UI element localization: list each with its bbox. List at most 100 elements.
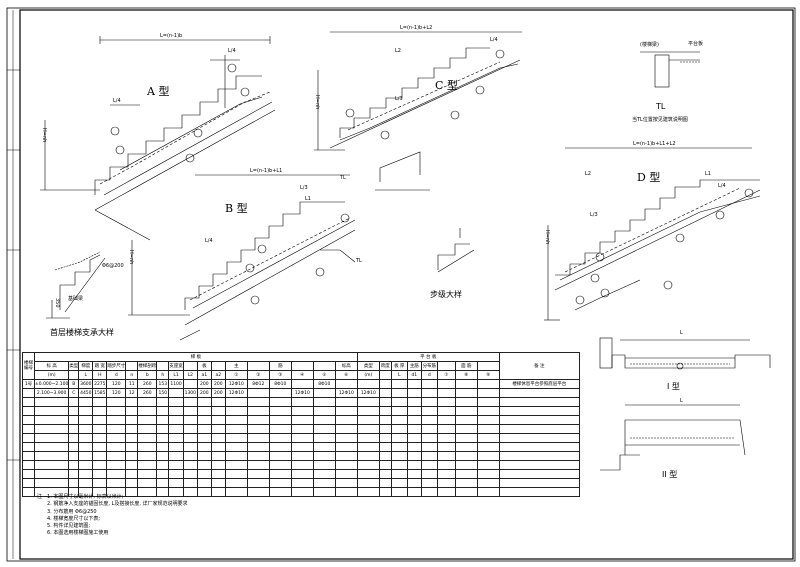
- table-cell: [182, 406, 198, 416]
- header-cell: h: [156, 370, 170, 380]
- table-cell: [92, 442, 108, 452]
- header-cell: a2: [210, 370, 226, 380]
- table-cell: [137, 397, 158, 407]
- table-cell: [454, 406, 478, 416]
- table-cell: [290, 487, 314, 497]
- table-cell: [224, 451, 248, 461]
- table-cell: [454, 451, 478, 461]
- table-cell: [168, 442, 184, 452]
- table-cell: [92, 424, 108, 434]
- table-cell: [196, 478, 212, 488]
- table-cell: 12Φ10: [290, 388, 314, 398]
- dim-c-height: H=nh: [314, 95, 320, 110]
- table-cell: [196, 424, 212, 434]
- table-cell: [78, 397, 94, 407]
- table-cell: [268, 433, 292, 443]
- table-cell: [33, 397, 70, 407]
- table-cell: [125, 424, 139, 434]
- table-cell: [196, 451, 212, 461]
- table-cell: [378, 487, 392, 497]
- table-cell: [334, 424, 358, 434]
- table-cell: [454, 433, 478, 443]
- header-cell: [68, 370, 80, 380]
- table-cell: [334, 451, 358, 461]
- table-cell: [210, 424, 226, 434]
- table-cell: [92, 451, 108, 461]
- table-cell: [420, 451, 438, 461]
- table-cell: [68, 442, 80, 452]
- table-cell: [378, 379, 392, 389]
- header-cell: d: [106, 370, 127, 380]
- header-cell: 踏步尺寸: [106, 361, 127, 371]
- header-cell: L2: [182, 370, 198, 380]
- table-cell: [378, 415, 392, 425]
- table-cell: [78, 442, 94, 452]
- table-cell: [182, 478, 198, 488]
- header-cell: [246, 361, 270, 371]
- table-cell: [268, 460, 292, 470]
- table-row: [22, 424, 580, 434]
- table-cell: [454, 442, 478, 452]
- table-cell: [290, 415, 314, 425]
- notes-line-6: 6. 本图选用楼梯图施工使用: [47, 530, 109, 537]
- table-cell: [137, 406, 158, 416]
- table-cell: [390, 433, 408, 443]
- table-cell: [125, 469, 139, 479]
- stair-type-a-drawing: [40, 36, 276, 241]
- table-cell: [312, 415, 336, 425]
- table-cell: [168, 397, 184, 407]
- table-cell: [454, 388, 478, 398]
- header-cell: (m): [356, 370, 380, 380]
- table-cell: [92, 433, 108, 443]
- table-cell: [196, 442, 212, 452]
- table-cell: [356, 478, 380, 488]
- table-cell: [22, 388, 35, 398]
- table-cell: [182, 442, 198, 452]
- table-cell: [78, 415, 94, 425]
- dim-b-l4: L/4: [205, 238, 213, 244]
- header-cell: 板 厚: [390, 361, 408, 371]
- table-cell: [106, 415, 127, 425]
- table-cell: [78, 460, 94, 470]
- header-cell: 标高: [334, 361, 358, 371]
- table-cell: [168, 469, 184, 479]
- table-cell: [246, 478, 270, 488]
- header-cell: 主: [224, 361, 248, 371]
- table-cell: [156, 478, 170, 488]
- table-cell: [92, 469, 108, 479]
- table-cell: [378, 442, 392, 452]
- table-cell: [246, 424, 270, 434]
- table-cell: [182, 424, 198, 434]
- table-cell: [436, 406, 456, 416]
- table-cell: 200: [210, 379, 226, 389]
- table-cell: [137, 424, 158, 434]
- table-cell: [156, 442, 170, 452]
- header-cell: 类型: [68, 361, 80, 371]
- table-cell: [390, 415, 408, 425]
- table-cell: [78, 451, 94, 461]
- table-cell: [68, 469, 80, 479]
- table-cell: [33, 406, 70, 416]
- table-cell: [498, 469, 580, 479]
- table-cell: [378, 451, 392, 461]
- header-cell: d1: [406, 370, 422, 380]
- table-cell: [224, 397, 248, 407]
- table-cell: [268, 451, 292, 461]
- table-cell: [290, 451, 314, 461]
- header-cell: 标 高: [33, 361, 70, 371]
- table-cell: [436, 460, 456, 470]
- table-cell: [156, 397, 170, 407]
- table-cell: [137, 433, 158, 443]
- table-cell: 2275: [92, 379, 108, 389]
- table-cell: [356, 442, 380, 452]
- table-cell: [420, 406, 438, 416]
- table-cell: [68, 433, 80, 443]
- table-cell: [210, 460, 226, 470]
- tl-caption: TL: [656, 102, 666, 111]
- table-cell: [420, 388, 438, 398]
- table-cell: [246, 460, 270, 470]
- table-cell: [454, 379, 478, 389]
- header-cell: [125, 361, 139, 371]
- dim-b-height: H=nh: [128, 250, 134, 265]
- table-cell: [22, 469, 35, 479]
